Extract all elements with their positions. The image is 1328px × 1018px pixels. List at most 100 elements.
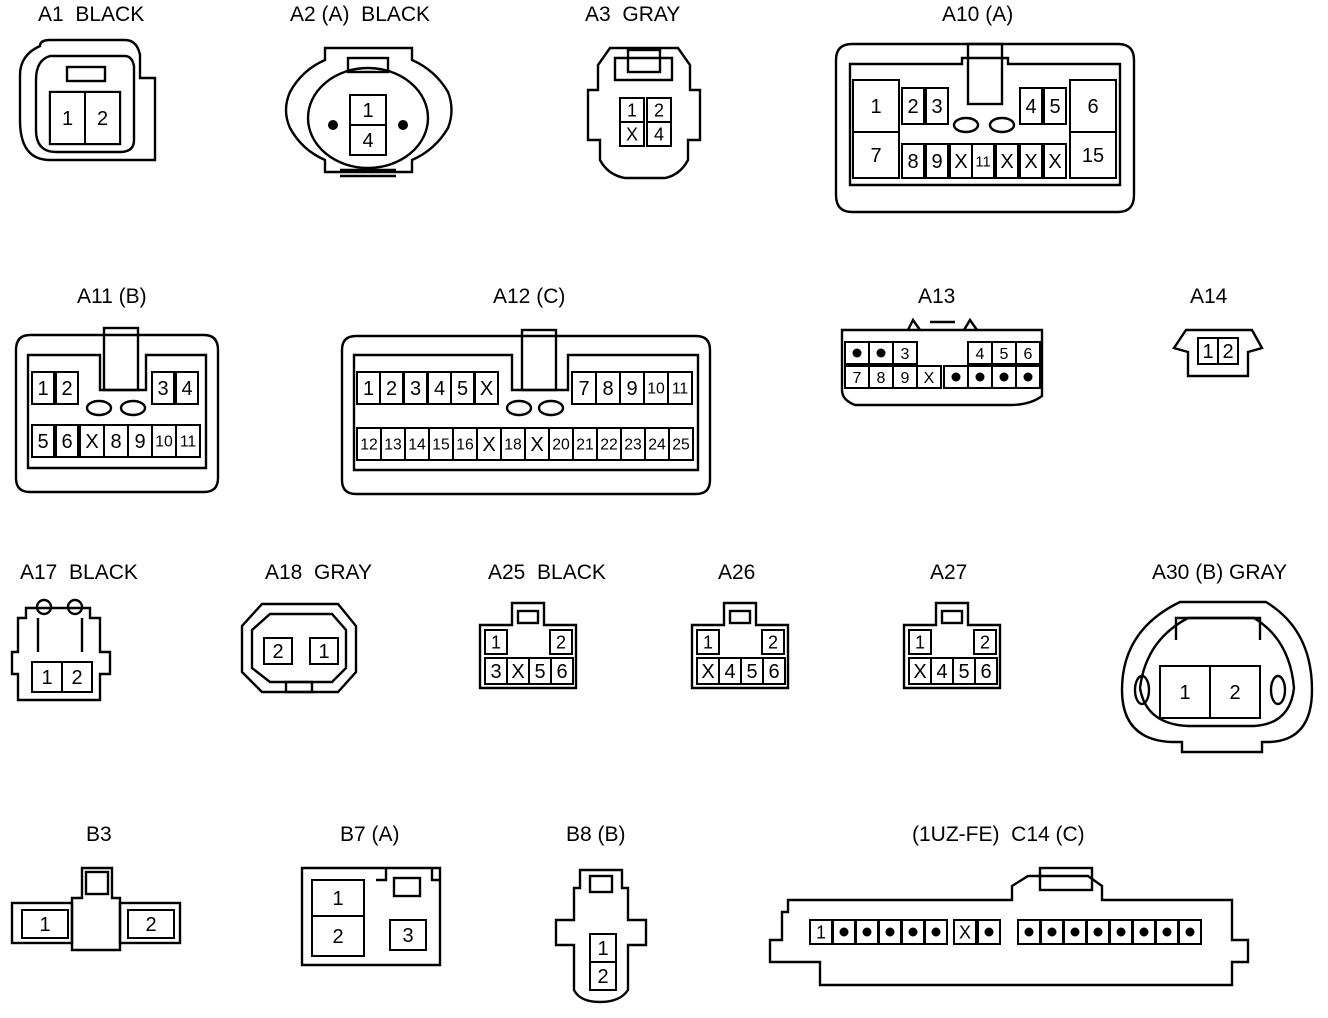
connector-label-a1: A1 BLACK [38,3,145,26]
pin-cavity-a12-10 [667,371,693,405]
pin-label-a10-7: 8 [907,151,918,173]
pin-label-a11-2: 3 [157,378,168,400]
pin-label-a26-4: 5 [746,661,757,683]
pin-cavity-a11-10 [175,424,201,458]
pin-label-a17-1: 2 [71,667,82,689]
pin-label-a26-5: 6 [768,661,779,683]
pin-dot-c14-1 [839,927,849,937]
pin-label-a12-22: 23 [624,437,642,454]
connector-a2-body [284,46,453,178]
pin-label-a3-1: 2 [654,100,664,120]
connector-label-a3: A3 GRAY [585,3,681,26]
pin-cavity-a11-5 [55,424,79,458]
connector-b7-body [300,866,442,967]
pin-label-a12-20: 21 [576,437,594,454]
pin-cavity-a10-13 [1043,143,1067,179]
pin-label-a12-2: 3 [410,378,421,400]
pin-dot-c14-14 [1162,927,1172,937]
connector-label-b7: B7 (A) [340,823,400,846]
pin-cavity-a27-1 [973,629,997,655]
pin-cavity-a12-6 [571,371,597,405]
connector-label-a10: A10 (A) [942,3,1014,26]
pin-cavity-a11-3 [175,371,199,405]
pin-cavity-a12-13 [404,427,430,461]
connector-label-a11: A11 (B) [77,285,147,308]
pin-cavity-a10-4 [1043,87,1067,125]
pin-cavity-a10-8 [925,143,949,179]
pin-label-a18-0: 2 [272,641,283,663]
pin-label-a12-4: 5 [457,378,468,400]
pin-label-a12-7: 8 [602,378,613,400]
pin-dot-c14-9 [1047,927,1057,937]
pin-cavity-a25-1 [549,629,573,655]
pin-label-a3-2: X [626,124,638,144]
pin-label-a12-11: 12 [360,437,378,454]
pin-label-a12-18: X [530,434,543,456]
pin-label-a11-4: 5 [37,431,48,453]
pin-cavity-a30-1 [1209,665,1261,719]
pin-cavity-a11-1 [55,371,79,405]
pin-cavity-a12-20 [572,427,598,461]
pin-cavity-a13-2 [892,341,918,365]
pin-label-a18-1: 1 [318,641,329,663]
connector-a30-body [1120,600,1314,754]
pin-dot-a13-13 [1023,372,1033,382]
connector-label-b3: B3 [86,823,112,846]
pin-label-a12-19: 20 [552,437,570,454]
pin-dot-a13-0 [852,348,862,358]
pin-label-a13-4: 5 [1000,346,1009,363]
pin-label-a3-3: 4 [654,124,664,144]
connector-a3-body [586,46,702,180]
pin-cavity-a12-21 [596,427,622,461]
pin-dot-c14-15 [1185,927,1195,937]
pin-cavity-a17-0 [31,661,63,693]
connector-label-a2: A2 (A) BLACK [290,3,431,26]
pin-cavity-a26-1 [761,629,785,655]
a2-side-dot-0 [328,120,338,130]
pin-cavity-a25-5 [550,657,574,685]
pin-cavity-a27-0 [908,629,932,655]
pin-label-a12-24: 25 [672,437,690,454]
pin-label-a12-17: 18 [504,437,522,454]
pin-label-a13-2: 3 [901,346,910,363]
connector-label-a26: A26 [718,561,756,584]
pin-label-b3-1: 2 [145,914,156,936]
pin-cavity-a10-0 [852,79,900,133]
pin-label-b8-0: 1 [597,938,608,960]
connector-c14-body [768,866,1250,987]
pin-label-a14-1: 2 [1222,341,1233,363]
pin-label-a30-0: 1 [1179,682,1190,704]
pin-cavity-a2-1 [349,124,387,156]
pin-dot-c14-5 [931,927,941,937]
pin-label-a10-9: X [954,151,967,173]
connector-a12-body [340,328,712,496]
pin-cavity-b7-2 [389,919,427,951]
pin-label-a12-13: 14 [408,437,426,454]
pin-cavity-a10-10 [971,143,995,179]
pin-cavity-a10-14 [1069,131,1117,179]
pin-cavity-a1-0 [49,91,86,145]
pin-cavity-a11-2 [151,371,175,405]
pin-cavity-a11-4 [31,424,55,458]
pin-label-a12-1: 2 [386,378,397,400]
pin-label-a13-5: 6 [1024,346,1033,363]
pin-label-a17-0: 1 [41,667,52,689]
pin-label-a25-2: 3 [490,661,501,683]
pin-label-a10-3: 4 [1025,96,1036,118]
pin-label-a11-0: 1 [37,378,48,400]
connector-label-a13: A13 [918,285,956,308]
pin-cavity-a25-0 [484,629,508,655]
pin-cavity-a11-0 [31,371,55,405]
pin-dot-c14-13 [1139,927,1149,937]
pin-label-a10-12: X [1024,151,1037,173]
pin-cavity-a12-12 [380,427,406,461]
pin-cavity-a17-1 [61,661,93,693]
pin-cavity-a13-9 [916,365,942,389]
pin-dot-c14-12 [1116,927,1126,937]
pin-label-a3-0: 1 [627,100,637,120]
pin-label-a11-10: 11 [180,434,196,451]
pin-dot-c14-2 [862,927,872,937]
pin-cavity-a1-1 [84,91,121,145]
connector-a14-body [1172,328,1264,378]
connector-label-c14: (1UZ-FE) C14 (C) [912,823,1085,846]
